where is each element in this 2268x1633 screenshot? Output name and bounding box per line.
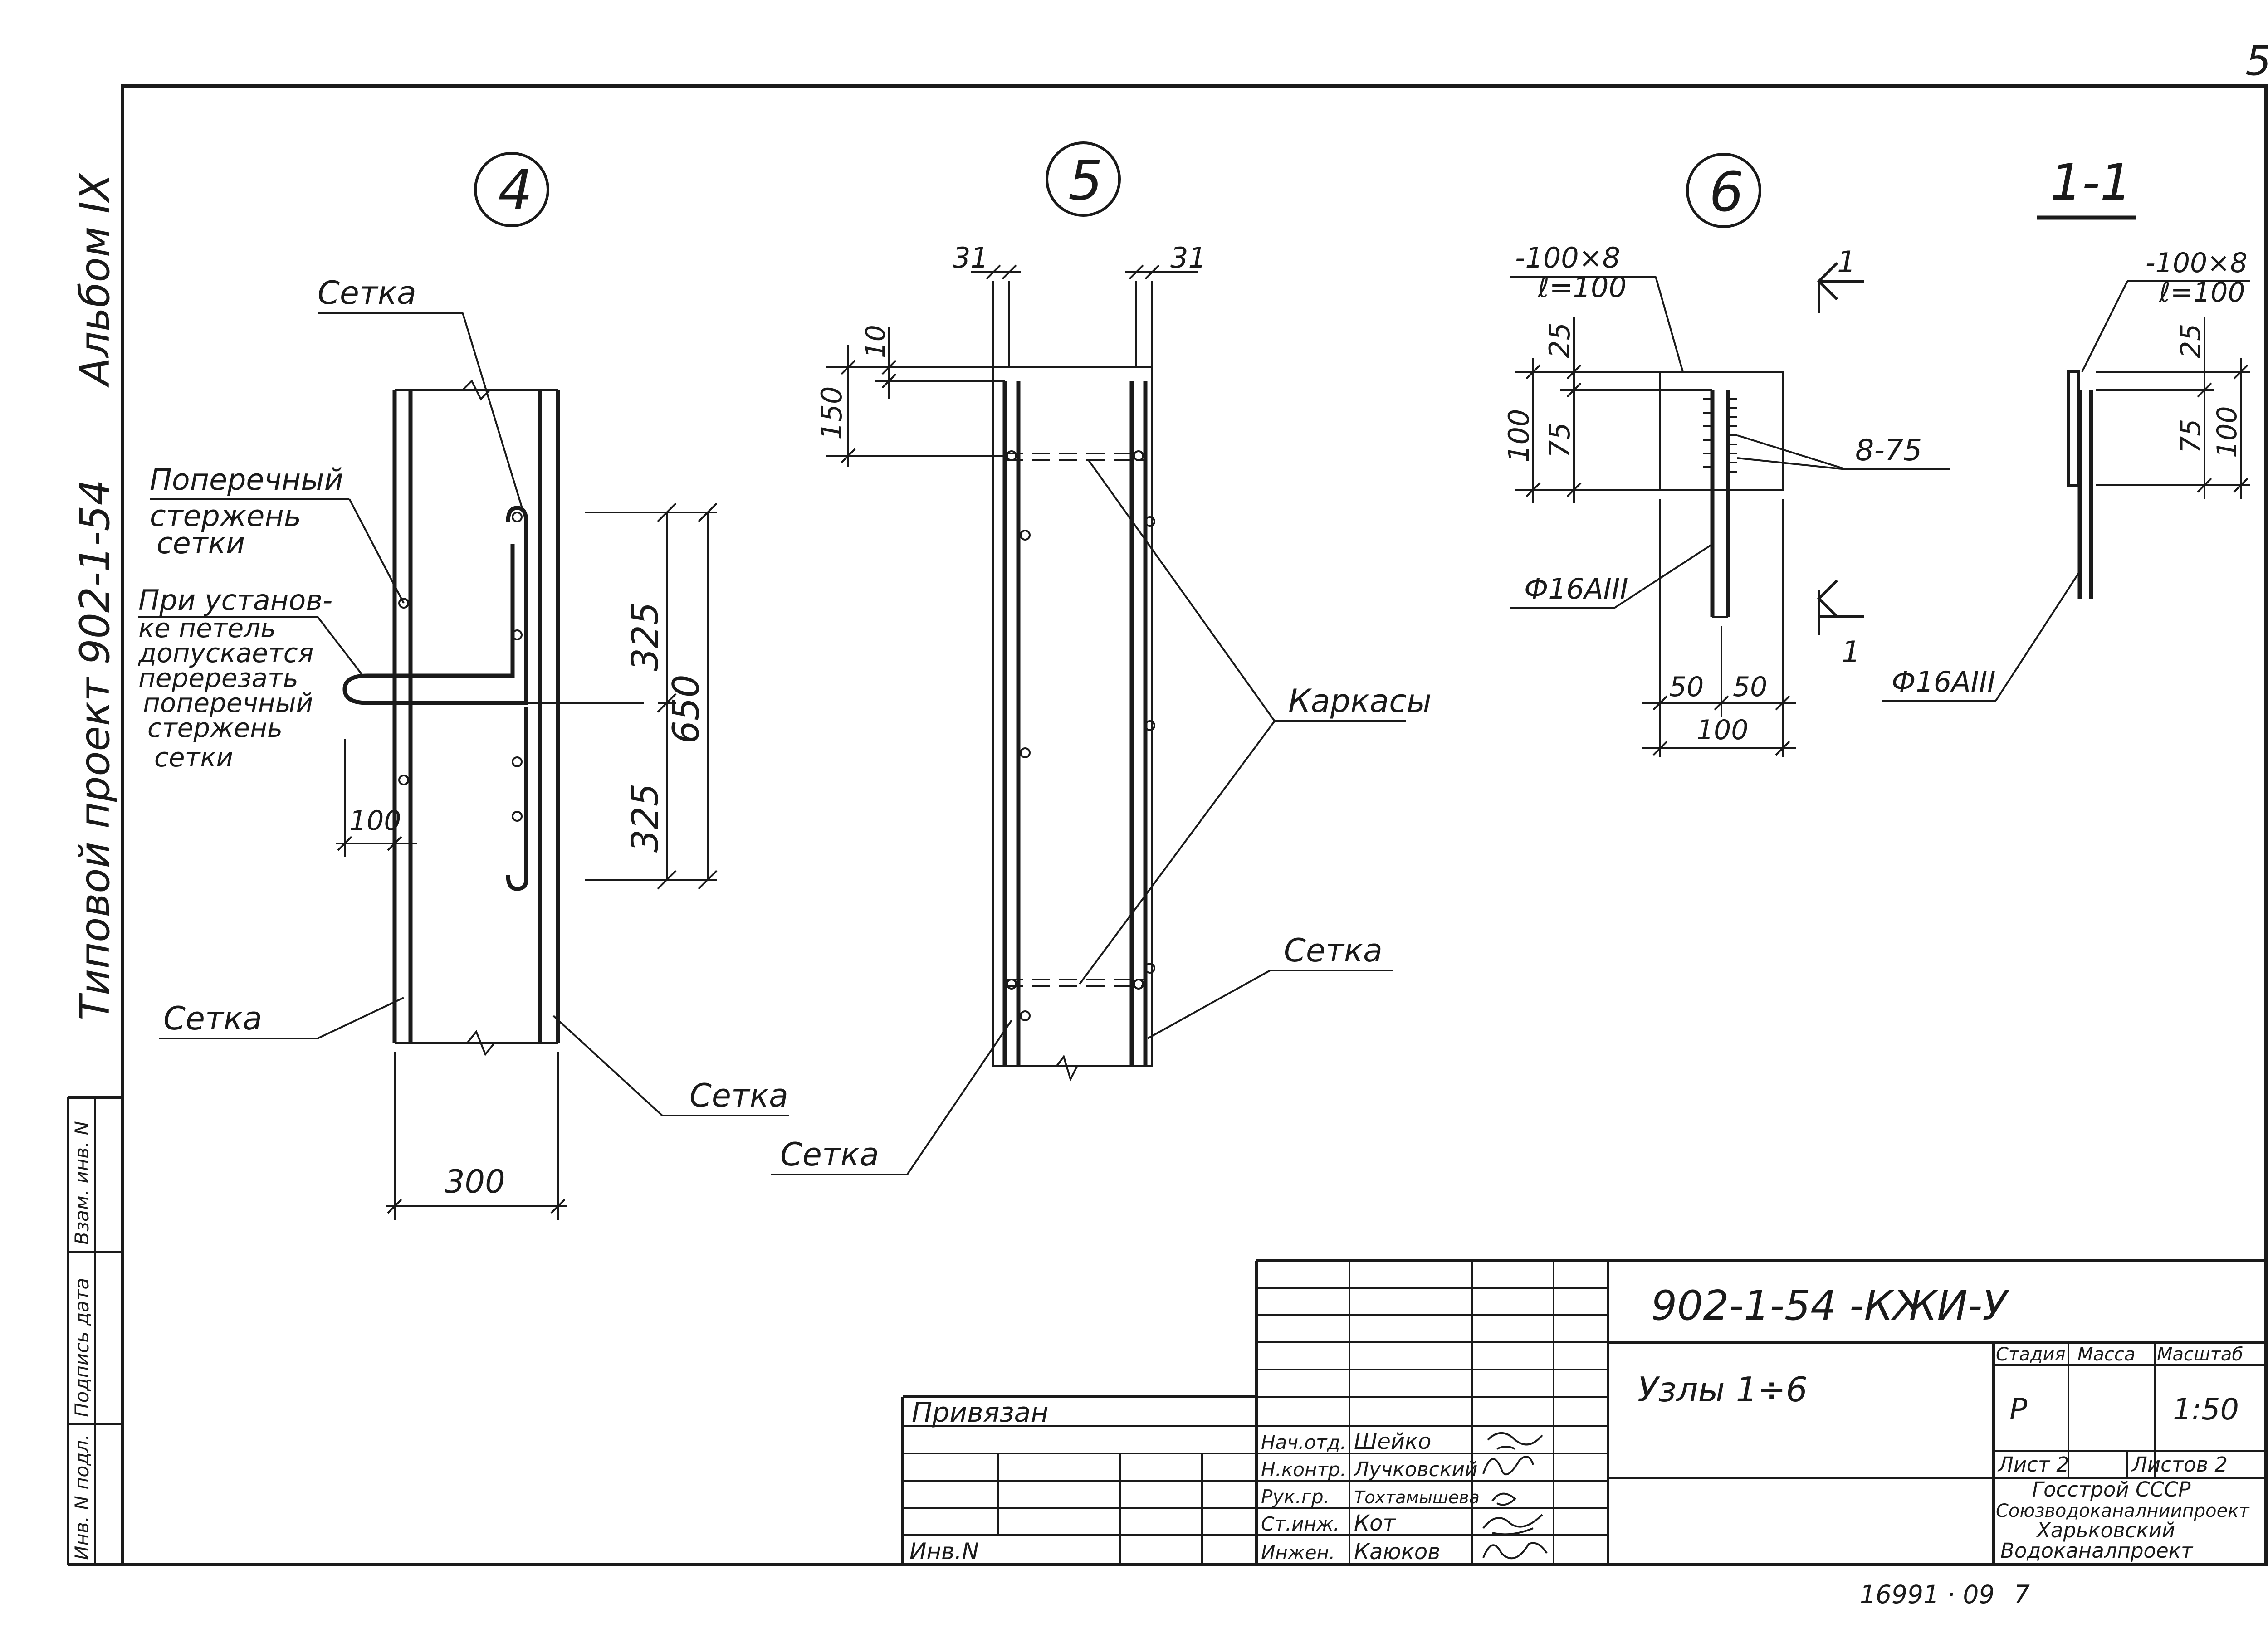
label-note-2: ке петель bbox=[138, 613, 276, 643]
section-title: 1-1 bbox=[2050, 153, 2132, 211]
detail-6-marker-circle bbox=[1686, 153, 1761, 228]
label-cross-bar-3: сетки bbox=[156, 526, 245, 561]
detail-5: 5 31 31 bbox=[771, 141, 1432, 1175]
detail-5-marker-circle bbox=[1046, 141, 1121, 217]
label-mesh-left-4: Сетка bbox=[163, 1000, 262, 1037]
dim-31-right: 31 bbox=[1170, 241, 1206, 274]
dim-100-v-6: 100 bbox=[1502, 409, 1535, 463]
label-note-6: стержень bbox=[147, 712, 283, 743]
dim-100-h-6: 100 bbox=[1696, 714, 1749, 746]
label-mesh-right-4: Сетка bbox=[689, 1077, 788, 1114]
col-mass: Масса bbox=[2077, 1344, 2136, 1365]
detail-4-marker: 4 bbox=[498, 159, 533, 222]
role-1: Нач.отд. bbox=[1261, 1431, 1346, 1453]
label-frames: Каркасы bbox=[1288, 682, 1432, 720]
doc-code: 902-1-54 -КЖИ-У bbox=[1651, 1282, 2009, 1330]
weld-label-6: 8-75 bbox=[1855, 434, 1922, 468]
name-5: Каюков bbox=[1354, 1539, 1441, 1565]
name-2: Лучковский bbox=[1353, 1458, 1478, 1481]
dim-25-s: 25 bbox=[2175, 324, 2207, 358]
label-note-5: поперечный bbox=[143, 687, 313, 718]
label-note-3: допускается bbox=[138, 638, 314, 668]
role-5: Инжен. bbox=[1261, 1541, 1335, 1564]
dim-75-s: 75 bbox=[2175, 419, 2207, 453]
role-3: Рук.гр. bbox=[1261, 1486, 1330, 1508]
sheets-count: Листов 2 bbox=[2131, 1453, 2228, 1477]
scale-value: 1:50 bbox=[2173, 1393, 2239, 1427]
org-line-3: Харьковский bbox=[2036, 1518, 2175, 1542]
name-4: Кот bbox=[1354, 1511, 1396, 1536]
bound-label: Привязан bbox=[912, 1397, 1049, 1428]
dim-100-detail4: 100 bbox=[349, 805, 401, 837]
page-number: 5 bbox=[2245, 37, 2268, 85]
stamp-number: 16991 · 09 bbox=[1860, 1580, 1994, 1609]
name-3: Тохтамышева bbox=[1354, 1487, 1480, 1507]
dim-150: 150 bbox=[815, 386, 848, 440]
side-strip: Альбом IX Типовой проект 902-1-54 Взам. … bbox=[71, 172, 119, 1560]
sheet-no: Лист 2 bbox=[1997, 1453, 2069, 1477]
dim-10: 10 bbox=[860, 325, 891, 358]
label-cross-bar-2: стержень bbox=[150, 499, 301, 533]
signatures bbox=[1482, 1432, 1548, 1560]
title-block: 902-1-54 -КЖИ-У Узлы 1÷6 Привязан Инв.N … bbox=[901, 1259, 2266, 1565]
strip-col-inv: Инв. N подл. bbox=[71, 1434, 93, 1560]
dim-50-left-6: 50 bbox=[1669, 671, 1704, 703]
detail-4: 4 325 325 650 bbox=[138, 152, 789, 1220]
dim-325-bottom: 325 bbox=[624, 783, 666, 853]
dim-25-6: 25 bbox=[1543, 322, 1576, 358]
dim-650: 650 bbox=[665, 674, 707, 744]
strip-col-replace: Взам. инв. N bbox=[71, 1121, 93, 1245]
dim-50-right-6: 50 bbox=[1733, 671, 1767, 703]
role-4: Ст.инж. bbox=[1261, 1513, 1339, 1535]
detail-6-marker: 6 bbox=[1709, 161, 1744, 224]
dim-75-6: 75 bbox=[1543, 422, 1576, 458]
strip-col-signature: Подпись дата bbox=[71, 1278, 93, 1417]
label-note-7: сетки bbox=[154, 742, 233, 773]
plate-length-6: ℓ=100 bbox=[1537, 271, 1627, 304]
sheet-title: Узлы 1÷6 bbox=[1637, 1370, 1808, 1409]
label-mesh-top-4: Сетка bbox=[318, 274, 416, 312]
inv-no-label: Инв.N bbox=[909, 1538, 979, 1565]
section-1-1: 1-1 -100×8 ℓ=100 25 75 100 Ф16АIII bbox=[1882, 153, 2250, 702]
stamp-suffix: 7 bbox=[2014, 1580, 2030, 1609]
label-note-1: При установ- bbox=[138, 584, 332, 617]
label-cross-bar-1: Поперечный bbox=[150, 463, 343, 497]
section-mark-bottom: 1 bbox=[1842, 635, 1860, 669]
detail-4-marker-circle bbox=[474, 152, 549, 227]
plate-size-6: -100×8 bbox=[1515, 241, 1620, 274]
label-mesh-right-5: Сетка bbox=[1284, 932, 1383, 969]
project-label: Типовой проект 902-1-54 bbox=[71, 479, 119, 1020]
role-2: Н.контр. bbox=[1261, 1458, 1346, 1481]
org-line-2: Союзводоканалниипроект bbox=[1996, 1501, 2250, 1521]
label-note-4: перерезать bbox=[138, 663, 298, 693]
dim-300: 300 bbox=[445, 1163, 505, 1200]
detail-5-marker: 5 bbox=[1068, 150, 1103, 213]
section-mark-top: 1 bbox=[1837, 245, 1856, 279]
dim-31-left: 31 bbox=[953, 241, 988, 274]
bar-label-s: Ф16АIII bbox=[1892, 665, 1996, 698]
stage-value: Р bbox=[2009, 1393, 2028, 1427]
org-line-1: Госстрой СССР bbox=[2032, 1477, 2191, 1501]
drawing-frame bbox=[67, 84, 2268, 1566]
album-label: Альбом IX bbox=[71, 172, 119, 388]
dim-100-s: 100 bbox=[2211, 406, 2243, 458]
dim-325-top: 325 bbox=[624, 602, 666, 671]
detail-6: 6 -100×8 ℓ=100 25 75 100 8-75 Ф16АIII bbox=[1502, 153, 1950, 757]
name-1: Шейко bbox=[1354, 1429, 1431, 1454]
label-mesh-bottom-5: Сетка bbox=[780, 1136, 879, 1173]
org-line-4: Водоканалпроект bbox=[2000, 1539, 2194, 1563]
col-stage: Стадия bbox=[1996, 1344, 2065, 1365]
col-scale: Масштаб bbox=[2157, 1344, 2243, 1365]
bar-label-6: Ф16АIII bbox=[1524, 572, 1628, 605]
plate-size-s: -100×8 bbox=[2146, 247, 2248, 279]
